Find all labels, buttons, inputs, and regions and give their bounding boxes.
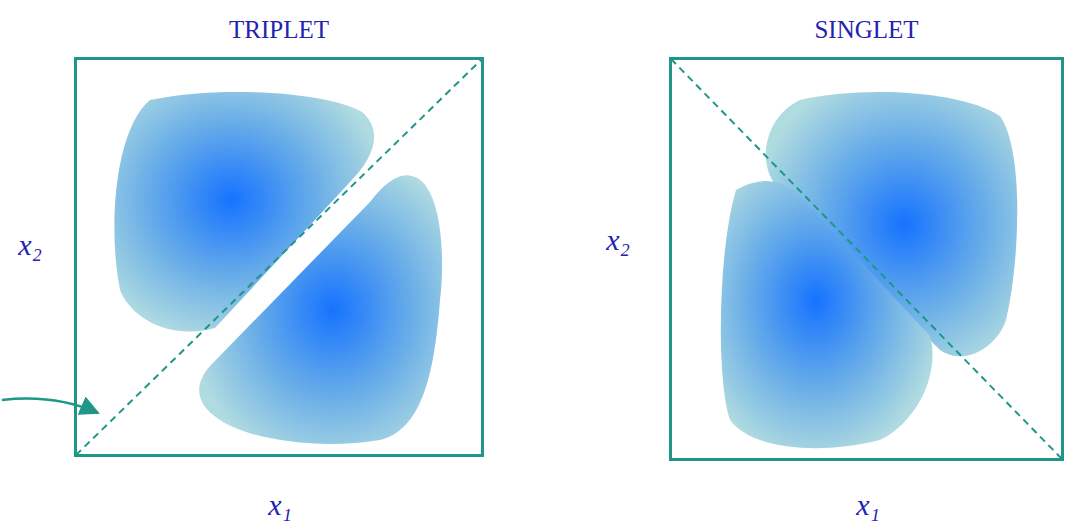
plot-frame: TRIPLET (74, 57, 484, 457)
leader-arrow (2, 399, 98, 413)
axis-label: x₂ (606, 223, 630, 257)
diagonal-line (76, 59, 482, 455)
probability-blob (721, 181, 933, 448)
axis-label: x₁ (856, 488, 880, 522)
panel-title: TRIPLET (229, 16, 329, 44)
axis-label: x₂ (18, 228, 42, 262)
axis-label: x₁ (268, 488, 292, 522)
panel-title: SINGLET (814, 16, 918, 44)
plot-frame: SINGLET (669, 57, 1064, 461)
diagonal-line (671, 59, 1062, 459)
